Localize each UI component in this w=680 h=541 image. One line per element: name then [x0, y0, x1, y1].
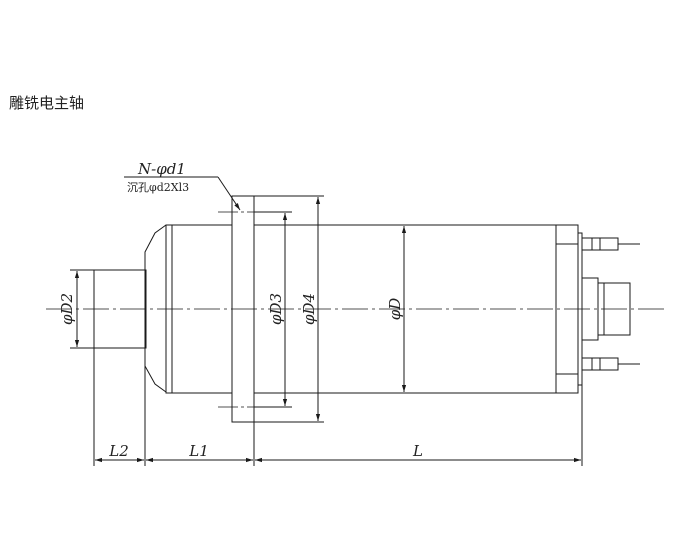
- nose-chamfer: [144, 224, 167, 393]
- d3-label: φD3: [267, 293, 285, 325]
- front-shaft: [93, 269, 147, 349]
- hole-callout-line2: 沉孔φd2Xl3: [127, 181, 189, 194]
- l1-label: L1: [188, 442, 209, 460]
- hole-callout-line1: N-φd1: [137, 160, 186, 178]
- d-label: φD: [386, 298, 404, 321]
- d2-label: φD2: [58, 293, 76, 325]
- rear-connector-plug: [597, 282, 631, 336]
- d4-label: φD4: [300, 293, 318, 325]
- drawing-title: 雕铣电主轴: [9, 94, 84, 112]
- l2-label: L2: [108, 442, 129, 460]
- callout-leader: [217, 176, 241, 211]
- l-label: L: [412, 442, 423, 460]
